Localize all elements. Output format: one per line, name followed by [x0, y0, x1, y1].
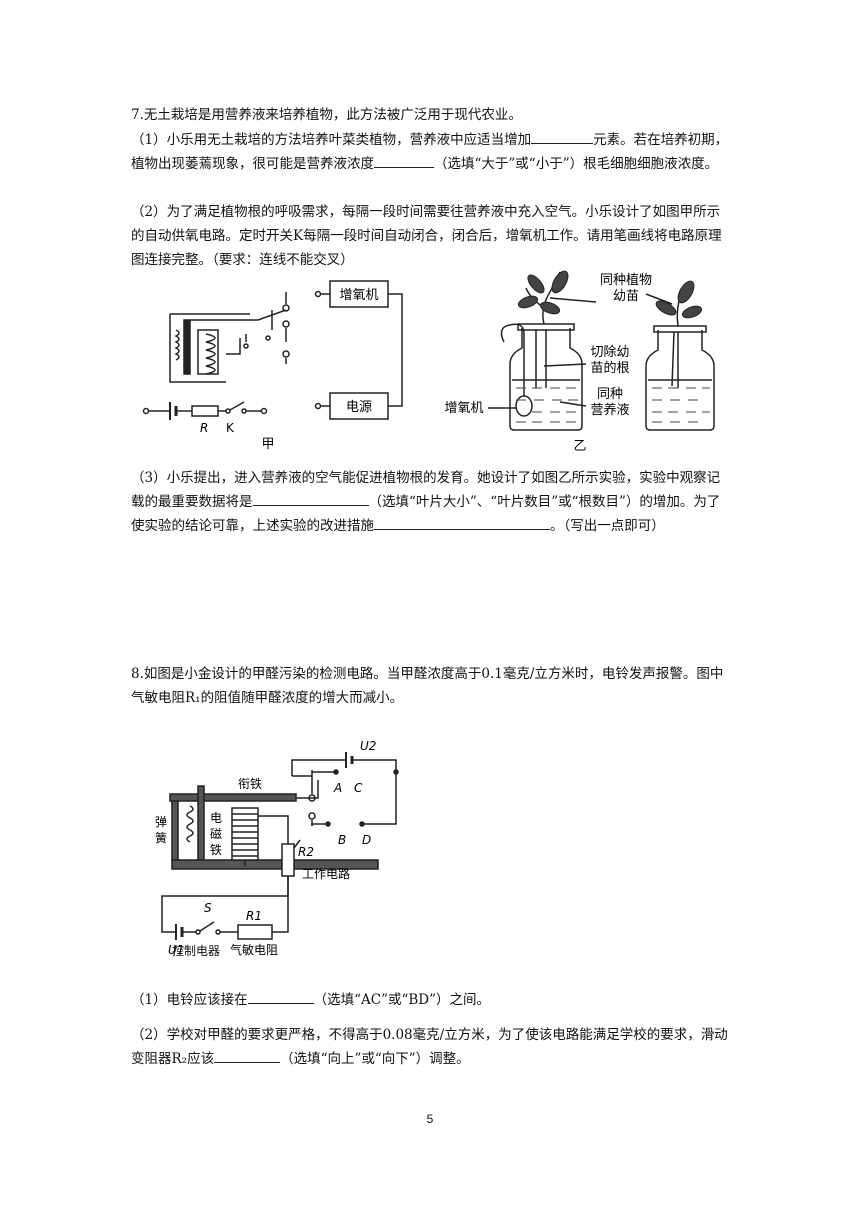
q8-s-label: S [204, 901, 212, 915]
q8-c-label: C [354, 781, 363, 795]
q8-part1: （1）电铃应该接在 （选填“AC”或“BD”）之间。 [131, 988, 731, 1012]
yi-liquid-label-2: 营养液 [590, 402, 629, 418]
q8-u1-label: U1 [168, 943, 184, 957]
q8-b-label: B [338, 833, 346, 847]
q8-magnet-label-3: 铁 [210, 843, 222, 857]
page-number: 5 [426, 1112, 434, 1126]
yi-liquid-label-1: 同种 [597, 387, 623, 402]
q8-magnet-label-2: 磁 [210, 826, 222, 841]
q8-armature-label: 衔铁 [238, 777, 262, 791]
q8-magnet-label-1: 电 [210, 811, 222, 825]
yi-cut-label-2: 苗的根 [590, 360, 629, 376]
q8-r1-label: R1 [246, 909, 262, 923]
q8-d-label: D [362, 833, 371, 847]
yi-cut-label-1: 切除幼 [590, 345, 629, 360]
q7-part1-text-a: （1）小乐用无土栽培的方法培养叶菜类植物，营养液中应适当增加 [131, 132, 532, 148]
jia-k-label: K [226, 421, 235, 435]
q8-u2-label: U2 [360, 739, 376, 753]
q7-part2: （2）为了满足植物根的呼吸需求，每隔一段时间需要往营养液中充入空气。小乐设计了如… [131, 204, 722, 268]
figure-jia: 增氧机 电源 R K 甲 [142, 280, 403, 452]
q8-stem: 8.如图是小金设计的甲醛污染的检测电路。当甲醛浓度高于0.1毫克/立方米时，电铃… [131, 666, 724, 706]
yi-plant-label-1: 同种植物 [600, 273, 652, 288]
q8-control-label: 控制电器 [172, 944, 221, 958]
q7-stem: 7.无土栽培是用营养液来培养植物，此方法被广泛用于现代农业。 [131, 107, 522, 123]
q8-blank-bell[interactable] [247, 988, 314, 1004]
q8-blank-direction[interactable] [214, 1047, 281, 1063]
jia-r-label: R [200, 421, 208, 435]
q8-gas-label: 气敏电阻 [230, 942, 278, 957]
q8-r2-label: R2 [298, 845, 314, 859]
jia-power-label: 电源 [346, 400, 372, 415]
q7-part1-text-b: 元素。若在培养初期，植物出现萎蔫现象，很可能是营养液浓度 [131, 132, 729, 172]
jia-caption: 甲 [261, 437, 274, 452]
yi-caption: 乙 [573, 439, 586, 454]
figure-q8: 衔铁 弹 簧 电 磁 铁 U2 A C B D R2 工作电路 S R1 U1 … [155, 739, 399, 957]
q8-a-label: A [333, 781, 342, 795]
q8-part2-text-b: （选填“向上”或“向下”）调整。 [280, 1051, 470, 1067]
q7-blank-element[interactable] [531, 128, 594, 144]
q7-part1: （1）小乐用无土栽培的方法培养叶菜类植物，营养液中应适当增加元素。若在培养初期，… [131, 128, 731, 176]
yi-aerator-label: 增氧机 [444, 401, 483, 416]
q8-part1-text-a: （1）电铃应该接在 [131, 992, 248, 1008]
q7-blank-data[interactable] [252, 490, 369, 506]
q8-spring-label-2: 簧 [155, 830, 167, 845]
q7-blank-improvement[interactable] [374, 514, 550, 530]
q7-part3-text-a: （3）小乐提出，进入营养液的空气能促进植物根的发育。她设计了如图乙所示实验，实验… [131, 470, 721, 510]
yi-plant-label-2: 幼苗 [613, 289, 639, 304]
q8-part1-text-b: （选填“AC”或“BD”）之间。 [313, 992, 491, 1008]
q7-blank-concentration[interactable] [374, 152, 434, 168]
q8-work-label: 工作电路 [302, 866, 350, 881]
q8-spring-label-1: 弹 [155, 815, 167, 829]
q7-part3-text-c: 。（写出一点即可） [550, 518, 665, 534]
q7-part3-text-b: （选填“叶片大小”、“叶片数目”或“根数目”）的增加。为了使实验的结论可靠，上述… [131, 494, 721, 534]
q7-part3: （3）小乐提出，进入营养液的空气能促进植物根的发育。她设计了如图乙所示实验，实验… [131, 466, 731, 538]
figure-yi: 同种植物 幼苗 切除幼 苗的根 增氧机 同种 营养液 乙 [444, 270, 715, 454]
q8-part2-text-a: （2）学校对甲醛的要求更严格，不得高于0.08毫克/立方米，为了使该电路能满足学… [131, 1027, 728, 1067]
q8-part2: （2）学校对甲醛的要求更严格，不得高于0.08毫克/立方米，为了使该电路能满足学… [131, 1023, 731, 1071]
q7-part1-text-c: （选填“大于”或“小于”）根毛细胞细胞液浓度。 [434, 156, 719, 172]
jia-oxygen-label: 增氧机 [339, 288, 378, 303]
